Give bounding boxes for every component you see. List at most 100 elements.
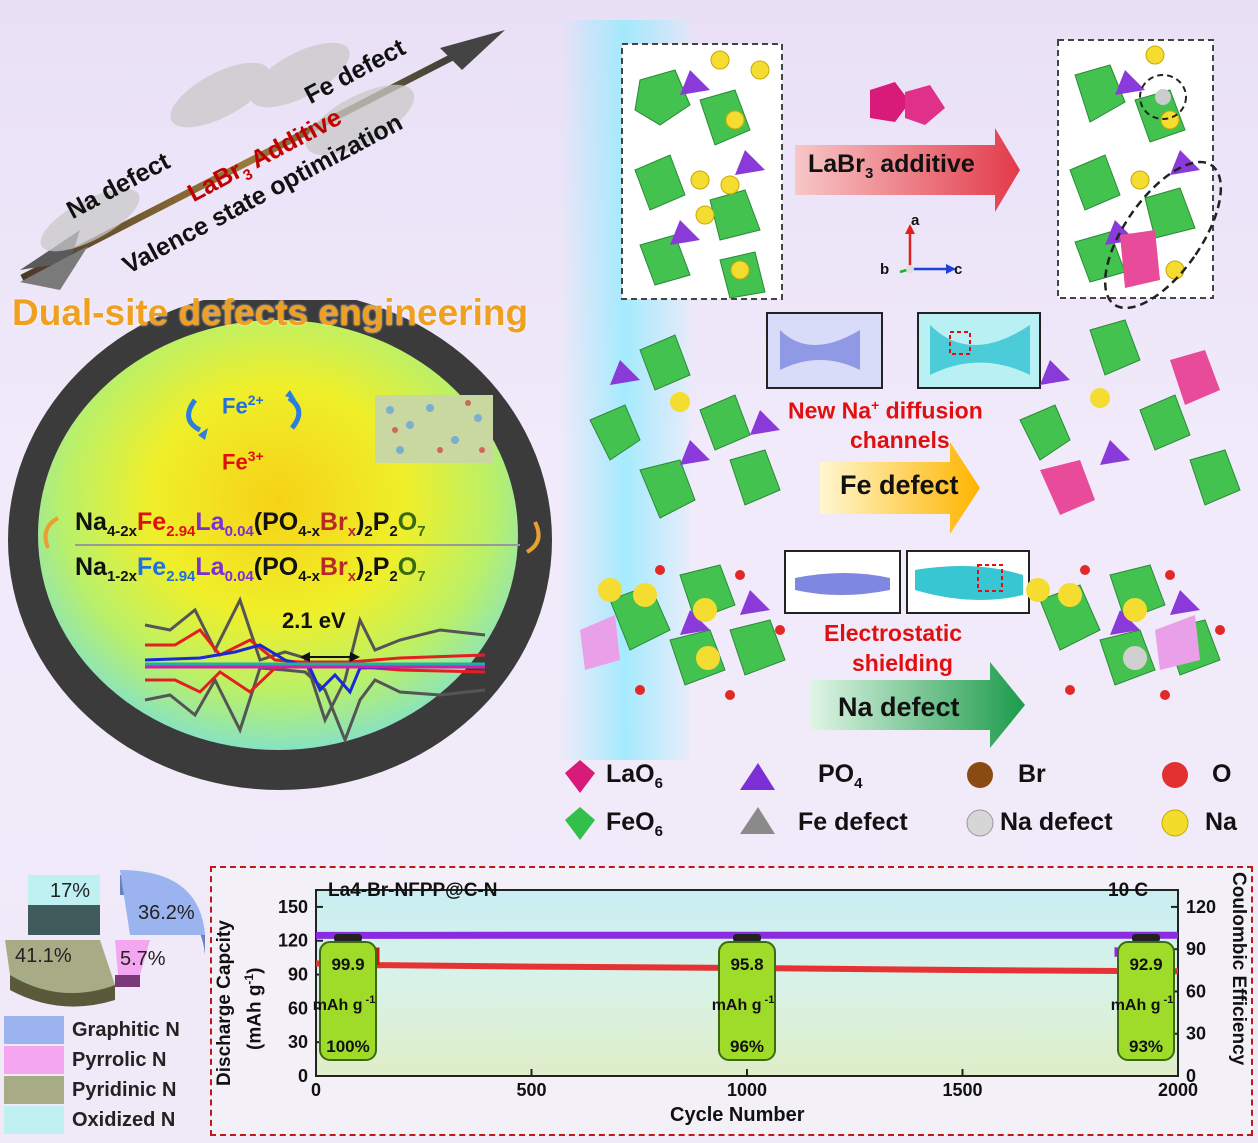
po4-icon [740, 763, 775, 790]
x-tick-label: 1500 [942, 1080, 982, 1100]
axis-b-label: b [880, 261, 890, 278]
fe-defect-icon [740, 807, 775, 834]
structure-na-left [580, 564, 786, 700]
x-tick-label: 1000 [727, 1080, 767, 1100]
battery-retention-0: 100% [326, 1037, 369, 1056]
structure-legend-icons [565, 760, 1189, 840]
pie-label-pyrrolic: 5.7% [120, 948, 166, 970]
shielding-label-2: shielding [852, 650, 953, 676]
legend-o: O [1212, 760, 1232, 788]
new-channels-label: New Na+ diffusion [788, 397, 983, 424]
wing-icons [40, 42, 415, 252]
dos-plot [144, 596, 486, 745]
x-tick-label: 2000 [1158, 1080, 1198, 1100]
y2-tick-label: 30 [1186, 1024, 1206, 1044]
unit-cell-labr3 [1057, 39, 1223, 310]
pie-label-oxidized: 17% [50, 880, 91, 902]
band-gap-label: 2.1 eV [282, 608, 346, 633]
arrowhead [440, 30, 505, 70]
feo6-icon [565, 807, 595, 840]
y2-tick-label: 0 [1186, 1066, 1196, 1086]
fe-defect-step-label: Fe defect [840, 470, 959, 500]
pie-legend-graphitic: Graphitic N [4, 1016, 210, 1044]
y2-tick-label: 90 [1186, 939, 1206, 959]
lao6-icon [565, 760, 595, 793]
diffusion-box-2 [917, 312, 1041, 389]
y-tick-label: 30 [288, 1032, 308, 1052]
chart-title: La4-Br-NFPP@C-N [328, 880, 498, 901]
pie-oxidized [28, 875, 100, 905]
unit-cell-pristine [621, 43, 783, 300]
axes-triad [899, 224, 956, 274]
arrow-graphic [20, 30, 505, 290]
shield-box-2 [906, 550, 1030, 614]
battery-value-0: 99.9 [331, 955, 364, 974]
legend-po4: PO4 [818, 760, 863, 792]
na-defect-step-label: Na defect [838, 692, 960, 722]
nitrogen-pie [5, 870, 205, 1007]
pie-legend-pyridinic: Pyridinic N [4, 1076, 210, 1104]
chart-ylabel: Discharge Capcity [214, 920, 235, 1086]
battery-cap-0 [334, 934, 362, 942]
y2-tick-label: 60 [1186, 981, 1206, 1001]
pie-label-graphitic: 36.2% [138, 902, 195, 924]
battery-retention-2: 93% [1129, 1037, 1163, 1056]
fe-defect-arrow [820, 442, 980, 534]
labr3-arrow [795, 128, 1020, 212]
x-tick-label: 500 [516, 1080, 546, 1100]
battery-value-1: 95.8 [730, 955, 763, 974]
battery-retention-1: 96% [730, 1037, 764, 1056]
labr3-dimer [870, 82, 945, 125]
legend-na-defect: Na defect [1000, 808, 1113, 836]
axis-c-label: c [954, 261, 963, 278]
chart-rate: 10 C [1108, 880, 1149, 901]
y-tick-label: 150 [278, 897, 308, 917]
br-icon [967, 762, 993, 788]
chart-xlabel: Cycle Number [670, 1104, 805, 1126]
battery-cap-1 [733, 934, 761, 942]
battery-value-2: 92.9 [1129, 955, 1162, 974]
chart-y2label: Coulombic Efficiency [1228, 872, 1249, 1066]
shielding-label: Electrostatic [824, 620, 963, 646]
pie-graphitic [120, 870, 205, 935]
fe2-label: Fe2+ [222, 392, 264, 419]
legend-feo6: FeO6 [606, 808, 663, 840]
axis-a-label: a [911, 212, 920, 229]
y-tick-label: 120 [278, 931, 308, 951]
legend-br: Br [1018, 760, 1046, 788]
battery-body-2 [1117, 941, 1175, 1061]
sphere-graphic [8, 300, 552, 790]
x-tick-label: 0 [311, 1080, 321, 1100]
pie-pyridinic [5, 940, 115, 993]
legend-lao6: LaO6 [606, 760, 663, 792]
diffusion-box-1 [766, 312, 883, 389]
formula-top: Na4-2xFe2.94La0.04(PO4-xBrx)2P2O7 [75, 508, 426, 540]
battery-body-1 [718, 941, 776, 1061]
fe3-label: Fe3+ [222, 448, 264, 475]
legend-fe-defect: Fe defect [798, 808, 908, 836]
y-tick-label: 60 [288, 998, 308, 1018]
battery-cap-2 [1132, 934, 1160, 942]
y-tick-label: 90 [288, 965, 308, 985]
battery-unit-1: mAh g -1 [712, 994, 775, 1014]
main-title: Dual-site defects engineering [12, 292, 529, 333]
structure-na-right [1026, 564, 1225, 700]
y2-tick-label: 120 [1186, 897, 1216, 917]
pie-pyrrolic [115, 940, 150, 975]
labr3-step-label: LaBr3 additive [808, 150, 975, 182]
pie-label-pyridinic: 41.1% [15, 945, 72, 967]
new-channels-label-2: channels [850, 427, 950, 453]
pie-legend-pyrrolic: Pyrrolic N [4, 1046, 210, 1074]
pie-legend-oxidized: Oxidized N [4, 1106, 210, 1134]
formula-bottom: Na1-2xFe2.94La0.04(PO4-xBrx)2P2O7 [75, 553, 426, 585]
shield-box-1 [784, 550, 901, 614]
chart-ylabel-unit: (mAh g-1) [242, 967, 266, 1050]
crystal-thumbnail [375, 395, 493, 463]
battery-body-0 [319, 941, 377, 1061]
battery-unit-0: mAh g -1 [313, 994, 376, 1014]
y-tick-label: 0 [298, 1066, 308, 1086]
legend-na: Na [1205, 808, 1237, 836]
crystal-panels [580, 39, 1241, 748]
